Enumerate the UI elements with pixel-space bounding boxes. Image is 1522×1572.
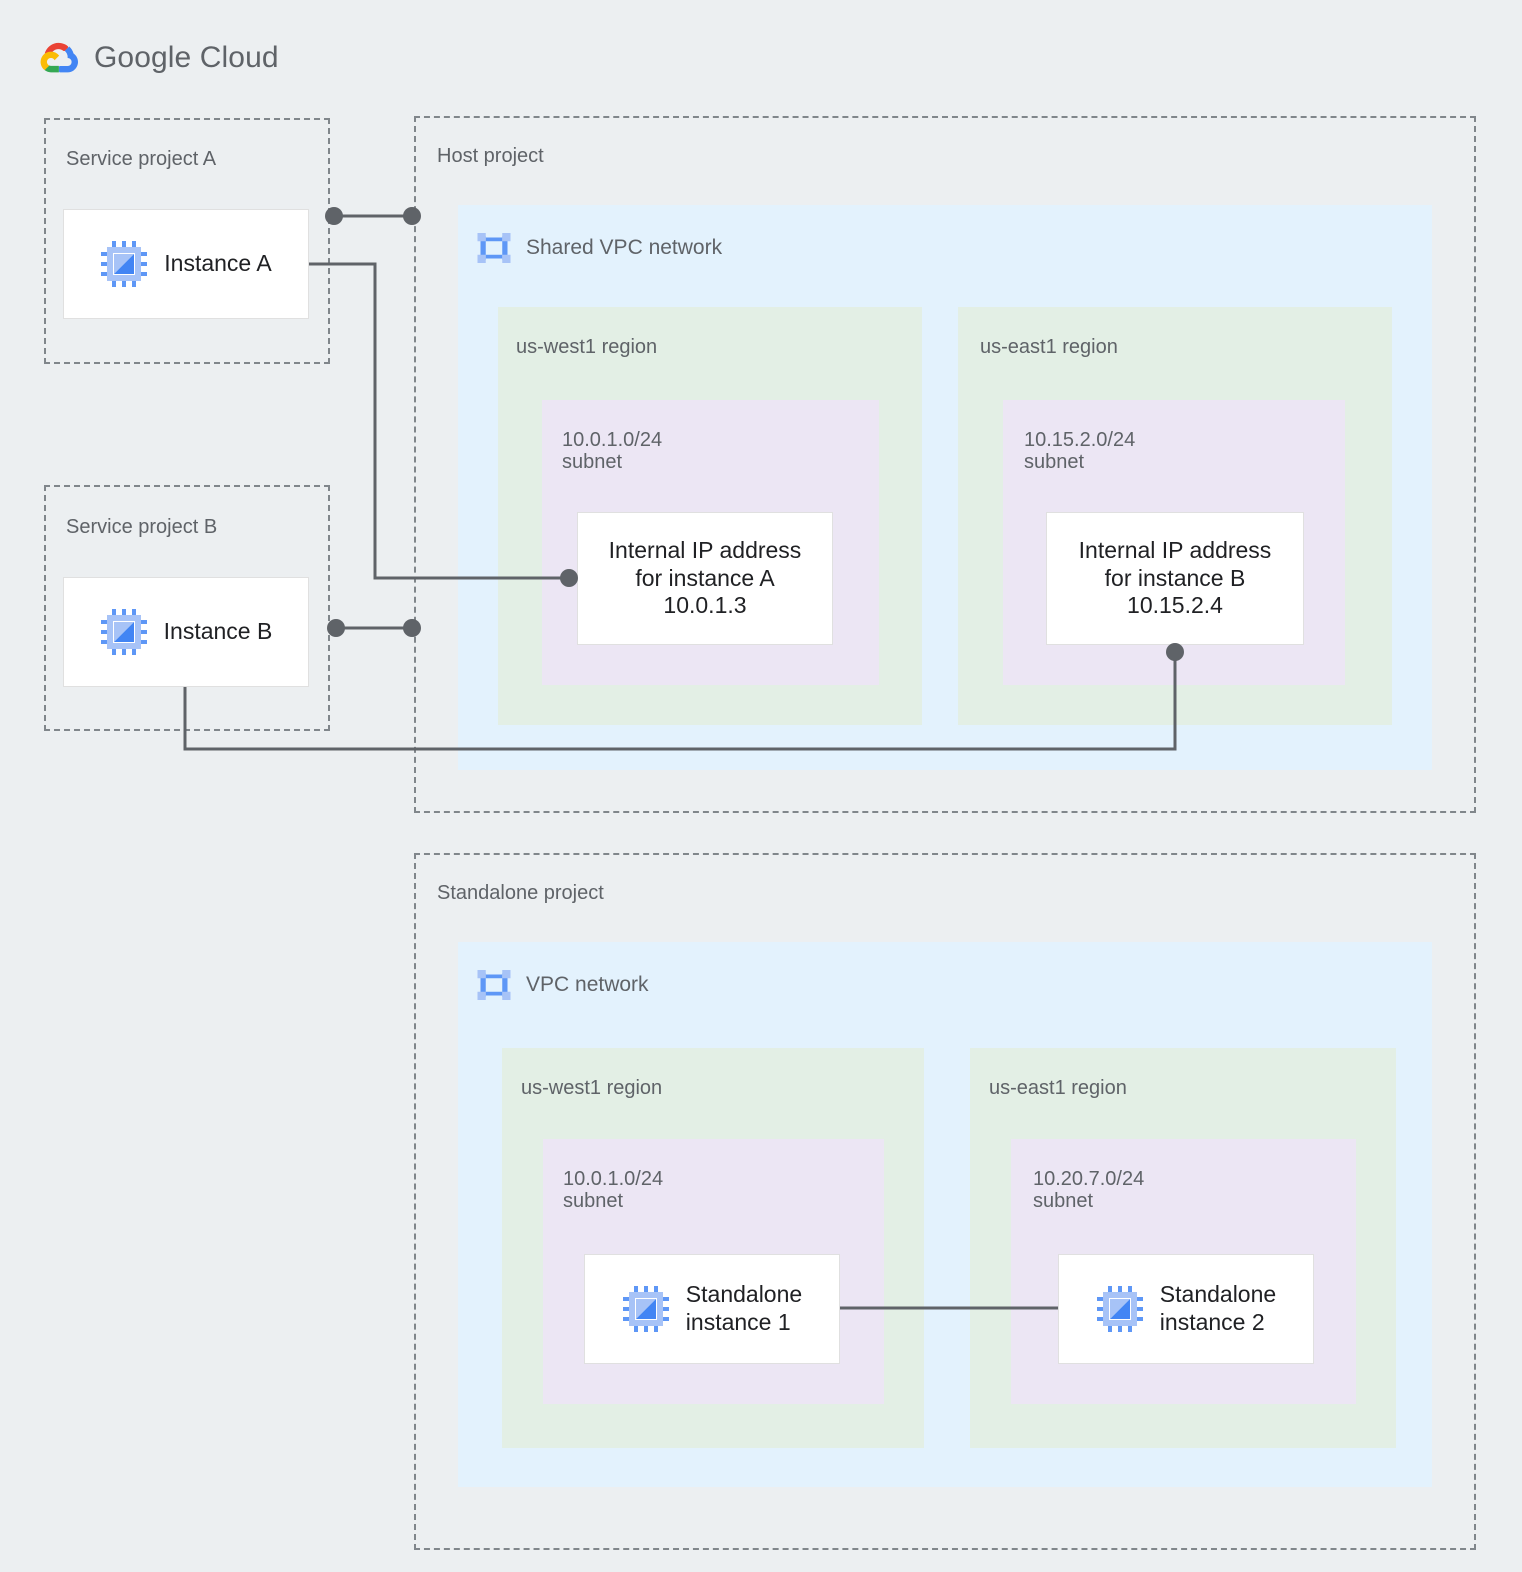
region-label-standalone-us-east1: us-east1 region (989, 1077, 1127, 1099)
vpc-network-label: VPC network (526, 973, 649, 996)
internal-ip-instance-a-card[interactable]: Internal IP address for instance A 10.0.… (577, 512, 833, 645)
compute-instance-icon (622, 1285, 670, 1333)
google-cloud-brand: Google Cloud (36, 38, 279, 78)
subnet-label-host-us-west1: 10.0.1.0/24 subnet (562, 429, 663, 474)
standalone-instance-1-content: Standalone instance 1 (622, 1281, 802, 1336)
instance-a-card[interactable]: Instance A (63, 209, 309, 319)
google-cloud-logo-icon (40, 42, 78, 73)
internal-ip-instance-b-card[interactable]: Internal IP address for instance B 10.15… (1046, 512, 1304, 645)
project-service-project-a (44, 118, 330, 364)
instance-a-label: Instance A (164, 250, 272, 277)
region-label-standalone-us-west1: us-west1 region (521, 1077, 663, 1099)
standalone-instance-1-card[interactable]: Standalone instance 1 (584, 1254, 840, 1364)
subnet-label-host-us-east1: 10.15.2.0/24 subnet (1024, 429, 1136, 474)
project-label-standalone: Standalone project (437, 882, 604, 904)
project-label-service-b: Service project B (66, 516, 218, 538)
vpc-network-header: VPC network (476, 967, 649, 1003)
project-label-service-a: Service project A (66, 148, 217, 170)
shared-vpc-network-label: Shared VPC network (526, 236, 723, 259)
standalone-instance-2-content: Standalone instance 2 (1096, 1281, 1276, 1336)
compute-instance-icon (100, 608, 148, 656)
instance-b-card[interactable]: Instance B (63, 577, 309, 687)
vpc-network-icon (476, 967, 512, 1003)
brand-name: Google Cloud (94, 41, 279, 74)
project-standalone-project (414, 853, 1476, 1550)
instance-b-label: Instance B (163, 618, 273, 645)
compute-instance-icon (1096, 1285, 1144, 1333)
shared-vpc-network-header: Shared VPC network (476, 230, 722, 266)
compute-instance-icon (100, 240, 148, 288)
vpc-network-icon (476, 230, 512, 266)
instance-b-content: Instance B (100, 608, 273, 656)
standalone-instance-2-card[interactable]: Standalone instance 2 (1058, 1254, 1314, 1364)
internal-ip-instance-a-label: Internal IP address for instance A 10.0.… (608, 537, 802, 619)
project-label-host: Host project (437, 145, 544, 167)
subnet-label-standalone-us-west1: 10.0.1.0/24 subnet (563, 1168, 664, 1213)
subnet-label-standalone-us-east1: 10.20.7.0/24 subnet (1033, 1168, 1145, 1213)
standalone-instance-2-label: Standalone instance 2 (1159, 1281, 1277, 1335)
connector-service-a-to-host (325, 207, 421, 225)
region-label-host-us-east1: us-east1 region (980, 336, 1118, 358)
instance-a-content: Instance A (100, 240, 272, 288)
standalone-instance-1-label: Standalone instance 1 (685, 1281, 803, 1335)
internal-ip-instance-b-label: Internal IP address for instance B 10.15… (1078, 537, 1272, 619)
connector-service-b-to-host (327, 619, 421, 637)
region-label-host-us-west1: us-west1 region (516, 336, 658, 358)
